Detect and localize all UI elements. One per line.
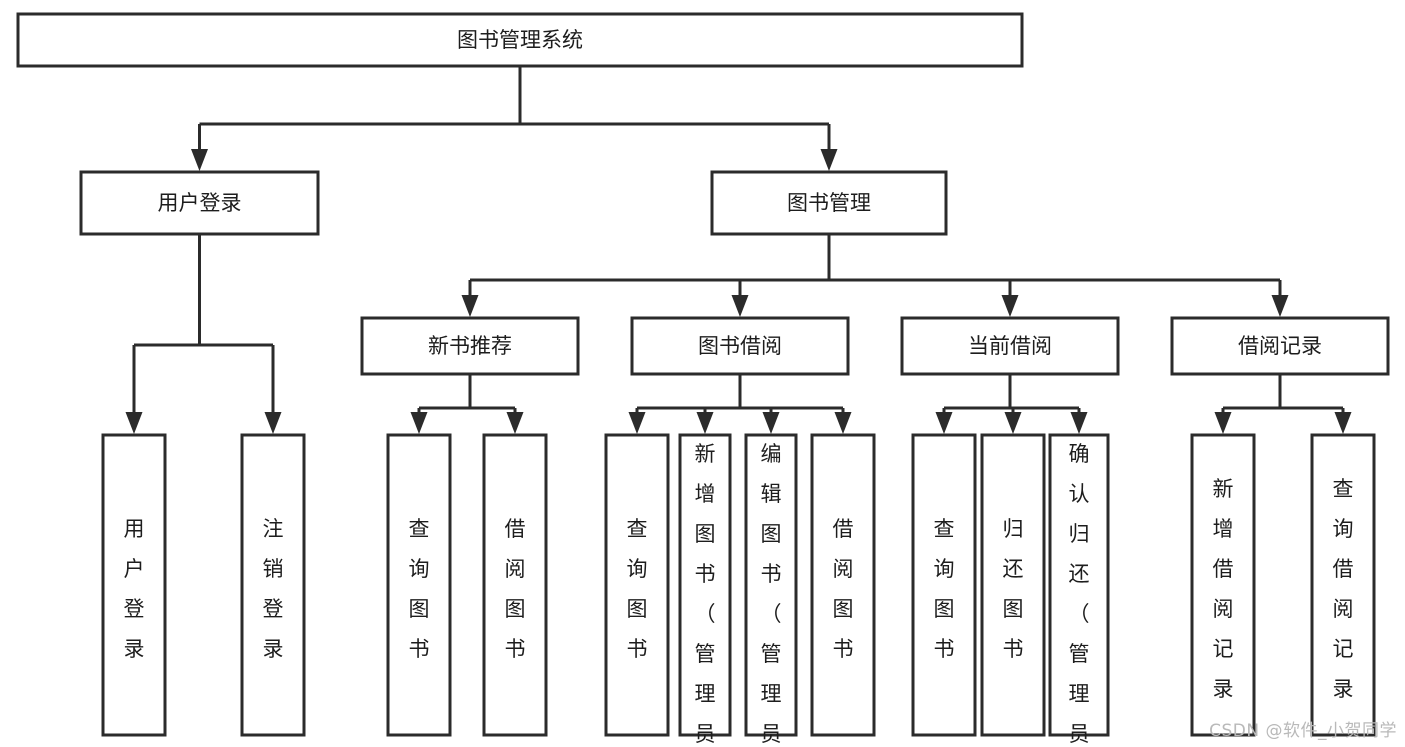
arrow-head-book-borrow — [731, 295, 749, 317]
node-box-leaf-borrow-book-2 — [810, 433, 876, 737]
arrow-head-leaf-query-book-3 — [935, 412, 953, 434]
node-leaf-query-book-2[interactable]: 查询图书 — [604, 433, 670, 737]
arrow-head-leaf-add-borrow-record — [1214, 412, 1232, 434]
node-box-book-manage — [710, 170, 948, 236]
node-label-book-borrow: 图书借阅 — [698, 334, 782, 358]
node-label-leaf-logout: 注销登录 — [263, 517, 284, 661]
node-leaf-query-borrow-record[interactable]: 查询借阅记录 — [1310, 433, 1376, 737]
node-label-current-borrow: 当前借阅 — [968, 334, 1052, 358]
arrow-head-new-book-recommend — [461, 295, 479, 317]
node-label-new-book-recommend: 新书推荐 — [428, 334, 512, 358]
arrow-head-leaf-edit-book-admin — [762, 412, 780, 434]
node-label-leaf-user-login: 用户登录 — [124, 517, 145, 661]
node-box-book-borrow — [630, 316, 850, 376]
arrow-head-book-manage — [820, 149, 838, 171]
arrow-head-leaf-confirm-return-admin — [1070, 412, 1088, 434]
node-box-borrow-record — [1170, 316, 1390, 376]
arrow-head-current-borrow — [1001, 295, 1019, 317]
node-box-root — [16, 12, 1024, 68]
node-label-leaf-query-book-2: 查询图书 — [627, 517, 648, 661]
arrow-head-leaf-return-book — [1004, 412, 1022, 434]
node-root[interactable]: 图书管理系统 — [16, 12, 1024, 68]
node-label-book-manage: 图书管理 — [787, 191, 871, 215]
node-box-leaf-query-book-1 — [386, 433, 452, 737]
node-box-user-login — [79, 170, 320, 236]
node-label-leaf-borrow-book-2: 借阅图书 — [833, 517, 854, 661]
node-box-leaf-return-book — [980, 433, 1046, 737]
node-label-leaf-confirm-return-admin: 确认归还（管理员） — [1069, 442, 1090, 747]
node-label-leaf-borrow-book-1: 借阅图书 — [505, 517, 526, 661]
arrow-head-leaf-query-book-1 — [410, 412, 428, 434]
node-box-leaf-borrow-book-1 — [482, 433, 548, 737]
node-leaf-edit-book-admin[interactable]: 编辑图书（管理员） — [744, 433, 798, 747]
node-box-current-borrow — [900, 316, 1120, 376]
node-label-borrow-record: 借阅记录 — [1238, 334, 1322, 358]
node-box-leaf-confirm-return-admin — [1048, 433, 1110, 737]
node-leaf-confirm-return-admin[interactable]: 确认归还（管理员） — [1048, 433, 1110, 747]
arrow-head-leaf-query-book-2 — [628, 412, 646, 434]
node-box-new-book-recommend — [360, 316, 580, 376]
node-label-leaf-query-book-1: 查询图书 — [409, 517, 430, 661]
node-leaf-add-book-admin[interactable]: 新增图书（管理员） — [678, 433, 732, 747]
node-box-leaf-add-borrow-record — [1190, 433, 1256, 737]
node-label-leaf-add-book-admin: 新增图书（管理员） — [695, 442, 716, 747]
node-leaf-return-book[interactable]: 归还图书 — [980, 433, 1046, 737]
node-label-root: 图书管理系统 — [457, 28, 583, 52]
arrow-head-leaf-query-borrow-record — [1334, 412, 1352, 434]
arrow-head-leaf-borrow-book-1 — [506, 412, 524, 434]
node-user-login[interactable]: 用户登录 — [79, 170, 320, 236]
node-current-borrow[interactable]: 当前借阅 — [900, 316, 1120, 376]
node-label-user-login: 用户登录 — [158, 191, 242, 215]
node-label-leaf-query-borrow-record: 查询借阅记录 — [1333, 477, 1354, 701]
node-leaf-query-book-1[interactable]: 查询图书 — [386, 433, 452, 737]
node-label-leaf-edit-book-admin: 编辑图书（管理员） — [761, 442, 782, 747]
node-leaf-borrow-book-1[interactable]: 借阅图书 — [482, 433, 548, 737]
arrow-head-borrow-record — [1271, 295, 1289, 317]
node-box-leaf-edit-book-admin — [744, 433, 798, 737]
node-label-leaf-query-book-3: 查询图书 — [934, 517, 955, 661]
node-box-leaf-query-book-3 — [911, 433, 977, 737]
node-box-leaf-add-book-admin — [678, 433, 732, 737]
node-layer: 图书管理系统用户登录图书管理新书推荐图书借阅当前借阅借阅记录用户登录注销登录查询… — [16, 12, 1390, 747]
csdn-watermark: CSDN @软件_小贺同学 — [1209, 721, 1397, 741]
connector-layer — [125, 66, 1352, 434]
node-book-manage[interactable]: 图书管理 — [710, 170, 948, 236]
node-leaf-add-borrow-record[interactable]: 新增借阅记录 — [1190, 433, 1256, 737]
arrow-head-leaf-user-login — [125, 412, 143, 434]
node-leaf-query-book-3[interactable]: 查询图书 — [911, 433, 977, 737]
node-leaf-logout[interactable]: 注销登录 — [240, 433, 306, 737]
arrow-head-leaf-logout — [264, 412, 282, 434]
node-box-leaf-user-login — [101, 433, 167, 737]
node-leaf-borrow-book-2[interactable]: 借阅图书 — [810, 433, 876, 737]
arrow-head-leaf-add-book-admin — [696, 412, 714, 434]
arrow-head-leaf-borrow-book-2 — [834, 412, 852, 434]
node-label-leaf-add-borrow-record: 新增借阅记录 — [1213, 477, 1234, 701]
arrow-head-user-login — [191, 149, 208, 171]
node-label-leaf-return-book: 归还图书 — [1003, 517, 1024, 661]
node-borrow-record[interactable]: 借阅记录 — [1170, 316, 1390, 376]
node-new-book-recommend[interactable]: 新书推荐 — [360, 316, 580, 376]
node-box-leaf-query-book-2 — [604, 433, 670, 737]
node-book-borrow[interactable]: 图书借阅 — [630, 316, 850, 376]
node-leaf-user-login[interactable]: 用户登录 — [101, 433, 167, 737]
node-box-leaf-logout — [240, 433, 306, 737]
node-box-leaf-query-borrow-record — [1310, 433, 1376, 737]
